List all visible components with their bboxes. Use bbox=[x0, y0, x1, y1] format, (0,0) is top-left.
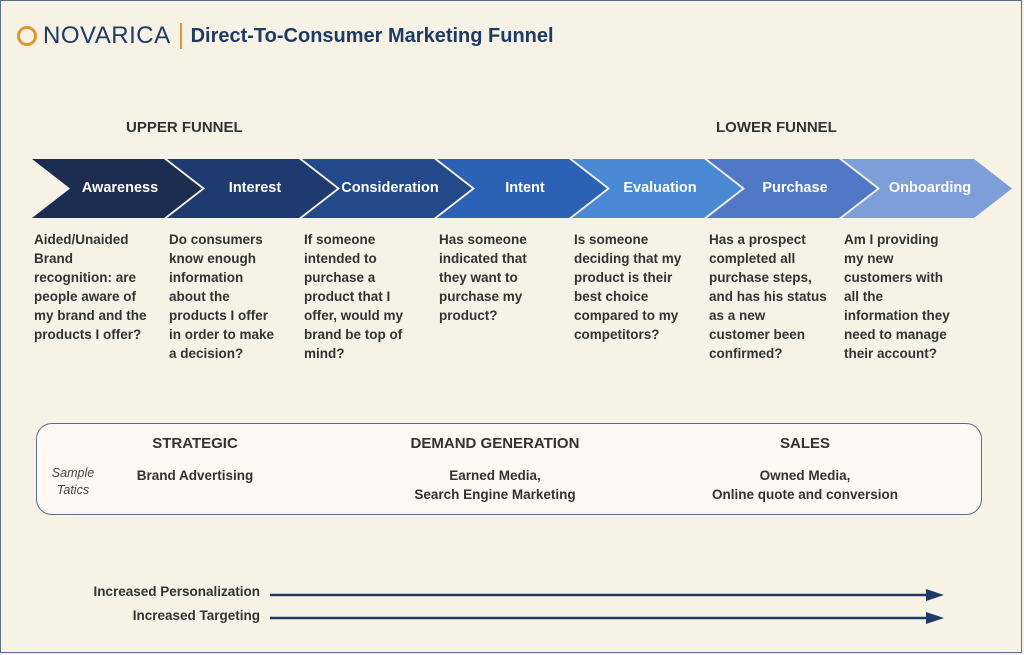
sample-tactics-label: Sample Tatics bbox=[51, 466, 95, 497]
stage-description-consideration: If someone intended to purchase a produc… bbox=[304, 232, 404, 361]
trend-label-targeting: Increased Targeting bbox=[132, 608, 260, 623]
page-title: Direct-To-Consumer Marketing Funnel bbox=[190, 24, 554, 47]
trend-arrow-targeting bbox=[270, 612, 944, 624]
demand-generation-heading: DEMAND GENERATION bbox=[410, 435, 580, 452]
chevron-purchase bbox=[707, 159, 877, 218]
chevron-intent bbox=[437, 159, 607, 218]
chevron-awareness bbox=[32, 159, 202, 218]
lower-funnel-label: LOWER FUNNEL bbox=[716, 119, 837, 136]
stage-label-purchase: Purchase bbox=[762, 180, 828, 196]
logo-text: NOVARICA bbox=[43, 22, 171, 49]
strategic-heading: STRATEGIC bbox=[152, 435, 238, 452]
stage-label-awareness: Awareness bbox=[81, 180, 159, 196]
stage-description-awareness: Aided/Unaided Brand recognition: are peo… bbox=[34, 232, 147, 342]
trend-arrow-personalization bbox=[270, 589, 944, 601]
stage-description-intent: Has someone indicated that they want to … bbox=[439, 232, 527, 323]
stage-label-consideration: Consideration bbox=[341, 180, 439, 196]
header: NOVARICA Direct-To-Consumer Marketing Fu… bbox=[16, 18, 554, 54]
chevron-consideration bbox=[302, 159, 472, 218]
stage-description-interest: Do consumers know enough information abo… bbox=[169, 232, 275, 361]
stage-description-purchase: Has a prospect completed all purchase st… bbox=[709, 232, 827, 361]
chevron-onboarding bbox=[842, 159, 1012, 218]
sales-heading: SALES bbox=[779, 435, 830, 452]
header-divider bbox=[179, 23, 182, 49]
stage-label-intent: Intent bbox=[505, 180, 545, 196]
stage-label-evaluation: Evaluation bbox=[623, 180, 697, 196]
demand-generation-text: Earned Media, Search Engine Marketing bbox=[414, 468, 576, 502]
strategic-text: Brand Advertising bbox=[136, 468, 254, 483]
chevron-interest bbox=[167, 159, 337, 218]
stage-description-onboarding: Am I providing my new customers with all… bbox=[844, 232, 950, 361]
stage-description-evaluation: Is someone deciding that my product is t… bbox=[574, 232, 682, 342]
stage-label-onboarding: Onboarding bbox=[888, 180, 972, 196]
sales-text: Owned Media, Online quote and conversion bbox=[711, 468, 899, 502]
novarica-logo-icon bbox=[17, 26, 37, 46]
trend-label-personalization: Increased Personalization bbox=[93, 584, 260, 599]
upper-funnel-label: UPPER FUNNEL bbox=[126, 119, 243, 136]
stage-label-interest: Interest bbox=[228, 180, 282, 196]
chevron-evaluation bbox=[572, 159, 742, 218]
sample-tactics-box bbox=[36, 423, 982, 515]
